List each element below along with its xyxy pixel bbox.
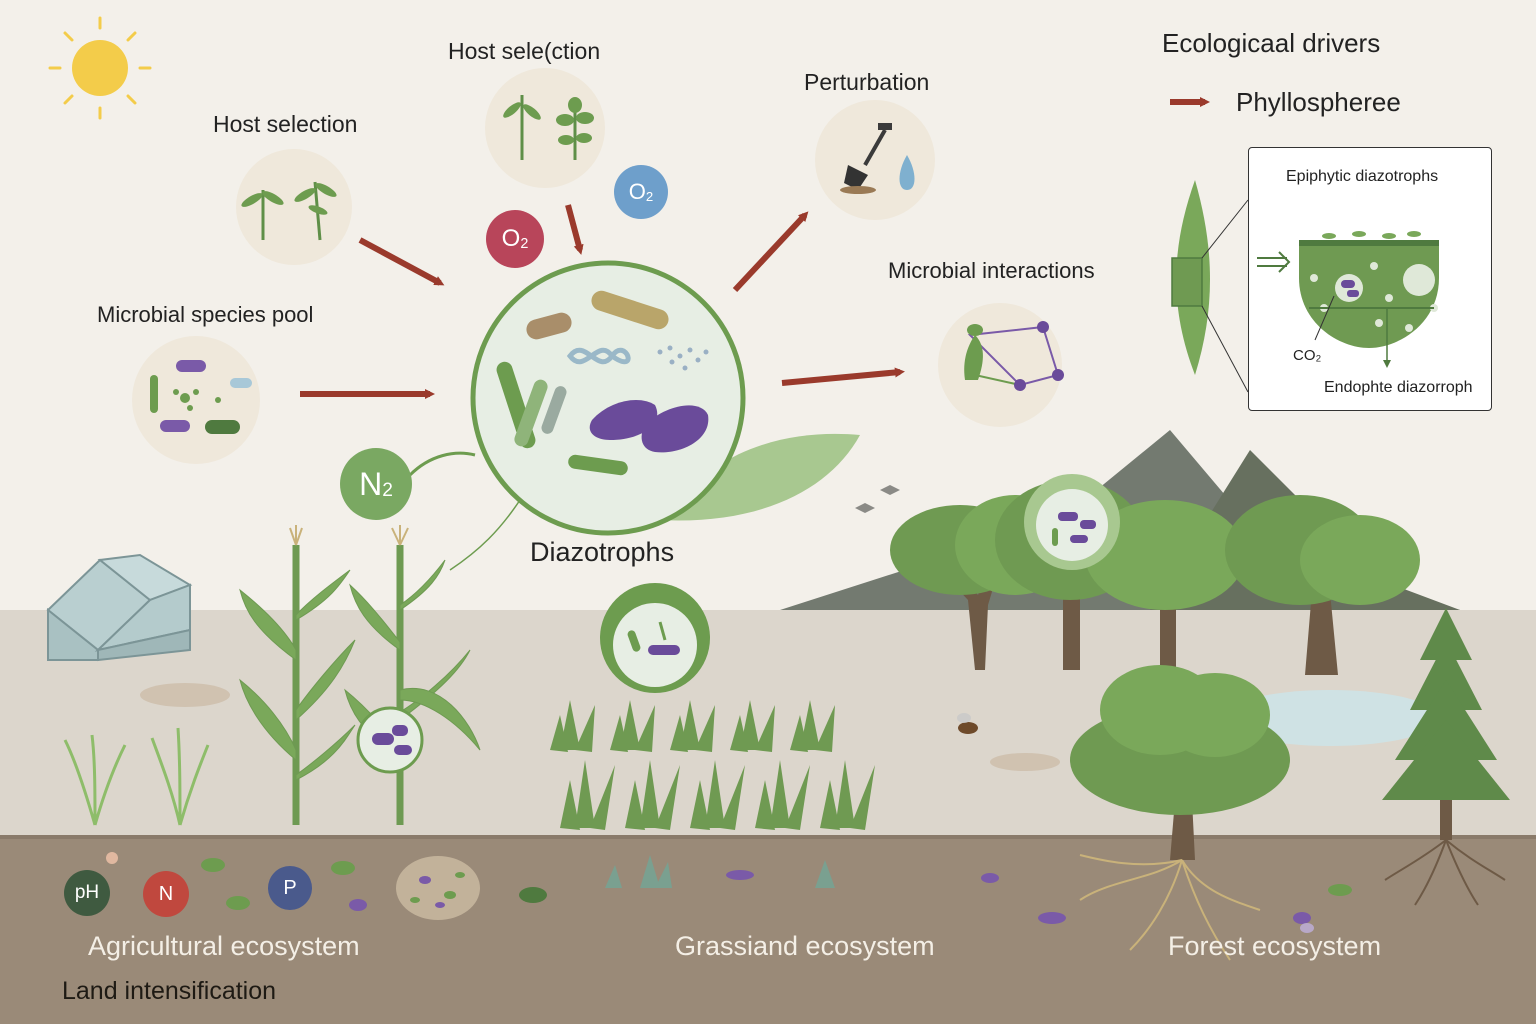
host-selection-label: Host selection [213, 111, 358, 137]
sun-icon [48, 16, 152, 120]
inset-illustration [1257, 231, 1439, 368]
host-selection-bubble [236, 149, 352, 265]
grassland-ecosystem-label: Grassiand ecosystem [675, 931, 935, 961]
grass-tufts [550, 700, 875, 830]
host-selection-top-label: Host sele(ction [448, 38, 601, 64]
grassland-soil-sprouts [605, 855, 835, 888]
ph-chip: pH [64, 870, 110, 916]
phosphorus-chip: P [268, 866, 312, 910]
host-selection-top-bubble [485, 68, 605, 188]
soil-particles [106, 852, 1352, 933]
insect-icon [957, 713, 978, 734]
agricultural-ecosystem-label: Agricultural ecosystem [88, 931, 360, 961]
phyllosphere-inset-panel: Epiphytic diazotrophs CO₂ Endophte diazo… [1248, 147, 1492, 411]
pond [1220, 690, 1440, 746]
interactions-bubble [938, 303, 1064, 427]
forest-ecosystem-label: Forest ecosystem [1168, 931, 1382, 961]
perturbation-label: Perturbation [804, 69, 930, 95]
nitrogen-chip: N [143, 871, 189, 917]
phyllosphere-label: Phyllospheree [1236, 87, 1401, 117]
foreground-tree [1070, 665, 1290, 961]
driver-arrows [300, 97, 1210, 399]
inset-title: Epiphytic diazotrophs [1286, 168, 1439, 185]
diazotrophs-circle [470, 260, 746, 536]
land-intensification-label: Land intensification [62, 977, 277, 1005]
inset-co2-label: CO₂ [1293, 347, 1322, 364]
soil-layer [0, 835, 1536, 1024]
forest-microbe-bubble [1024, 474, 1120, 570]
birds [855, 485, 900, 513]
corn-microbe-bubble [356, 706, 424, 774]
inset-endophyte-label: Endophte diazorroph [1324, 379, 1473, 396]
ecological-drivers-heading: Ecologicaal drivers [1162, 28, 1381, 58]
perturbation-bubble [815, 100, 935, 220]
corn-plants [239, 545, 481, 825]
diazotrophs-label: Diazotrophs [530, 537, 675, 567]
species-pool-bubble [132, 336, 260, 464]
ag-grasses [63, 727, 210, 826]
phyllosphere-leaf [1171, 180, 1249, 393]
pine-tree [1382, 608, 1510, 906]
forest-trees [890, 480, 1420, 675]
grassland-microbe-bubble [600, 583, 710, 693]
microbial-interactions-label: Microbial interactions [888, 258, 1095, 283]
leaf [660, 433, 860, 521]
species-pool-label: Microbial species pool [97, 302, 314, 327]
greenhouse-icon [46, 553, 193, 662]
